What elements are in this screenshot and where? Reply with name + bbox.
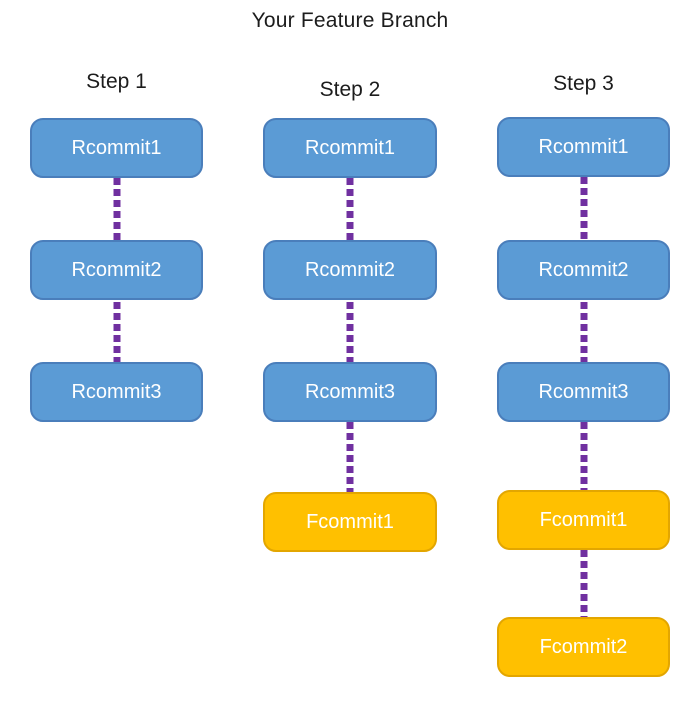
step-3-column: Step 3 Rcommit1 Rcommit2 Rcommit3 Fcommi…: [497, 0, 670, 704]
dotted-connector: [113, 178, 120, 240]
commit-box-rcommit3: Rcommit3: [30, 362, 203, 422]
dotted-connector: [580, 422, 587, 490]
step-2-column: Step 2 Rcommit1 Rcommit2 Rcommit3 Fcommi…: [263, 0, 437, 704]
commit-box-rcommit3: Rcommit3: [497, 362, 670, 422]
commit-box-rcommit3: Rcommit3: [263, 362, 437, 422]
dotted-connector: [113, 302, 120, 362]
commit-box-rcommit1: Rcommit1: [30, 118, 203, 178]
commit-box-fcommit1: Fcommit1: [263, 492, 437, 552]
commit-box-fcommit1: Fcommit1: [497, 490, 670, 550]
step-1-column: Step 1 Rcommit1 Rcommit2 Rcommit3: [30, 0, 203, 704]
step-2-label: Step 2: [319, 78, 381, 101]
dotted-connector: [346, 422, 354, 492]
step-3-label: Step 3: [553, 72, 614, 95]
dotted-connector: [346, 178, 354, 240]
diagram-title: Your Feature Branch: [251, 9, 449, 32]
step-1-label: Step 1: [86, 70, 147, 93]
commit-box-rcommit1: Rcommit1: [263, 118, 437, 178]
dotted-connector: [580, 550, 587, 617]
commit-box-fcommit2: Fcommit2: [497, 617, 670, 677]
commit-box-rcommit2: Rcommit2: [30, 240, 203, 300]
dotted-connector: [580, 177, 587, 240]
commit-box-rcommit1: Rcommit1: [497, 117, 670, 177]
dotted-connector: [580, 302, 587, 362]
commit-box-rcommit2: Rcommit2: [263, 240, 437, 300]
commit-box-rcommit2: Rcommit2: [497, 240, 670, 300]
dotted-connector: [346, 302, 354, 362]
